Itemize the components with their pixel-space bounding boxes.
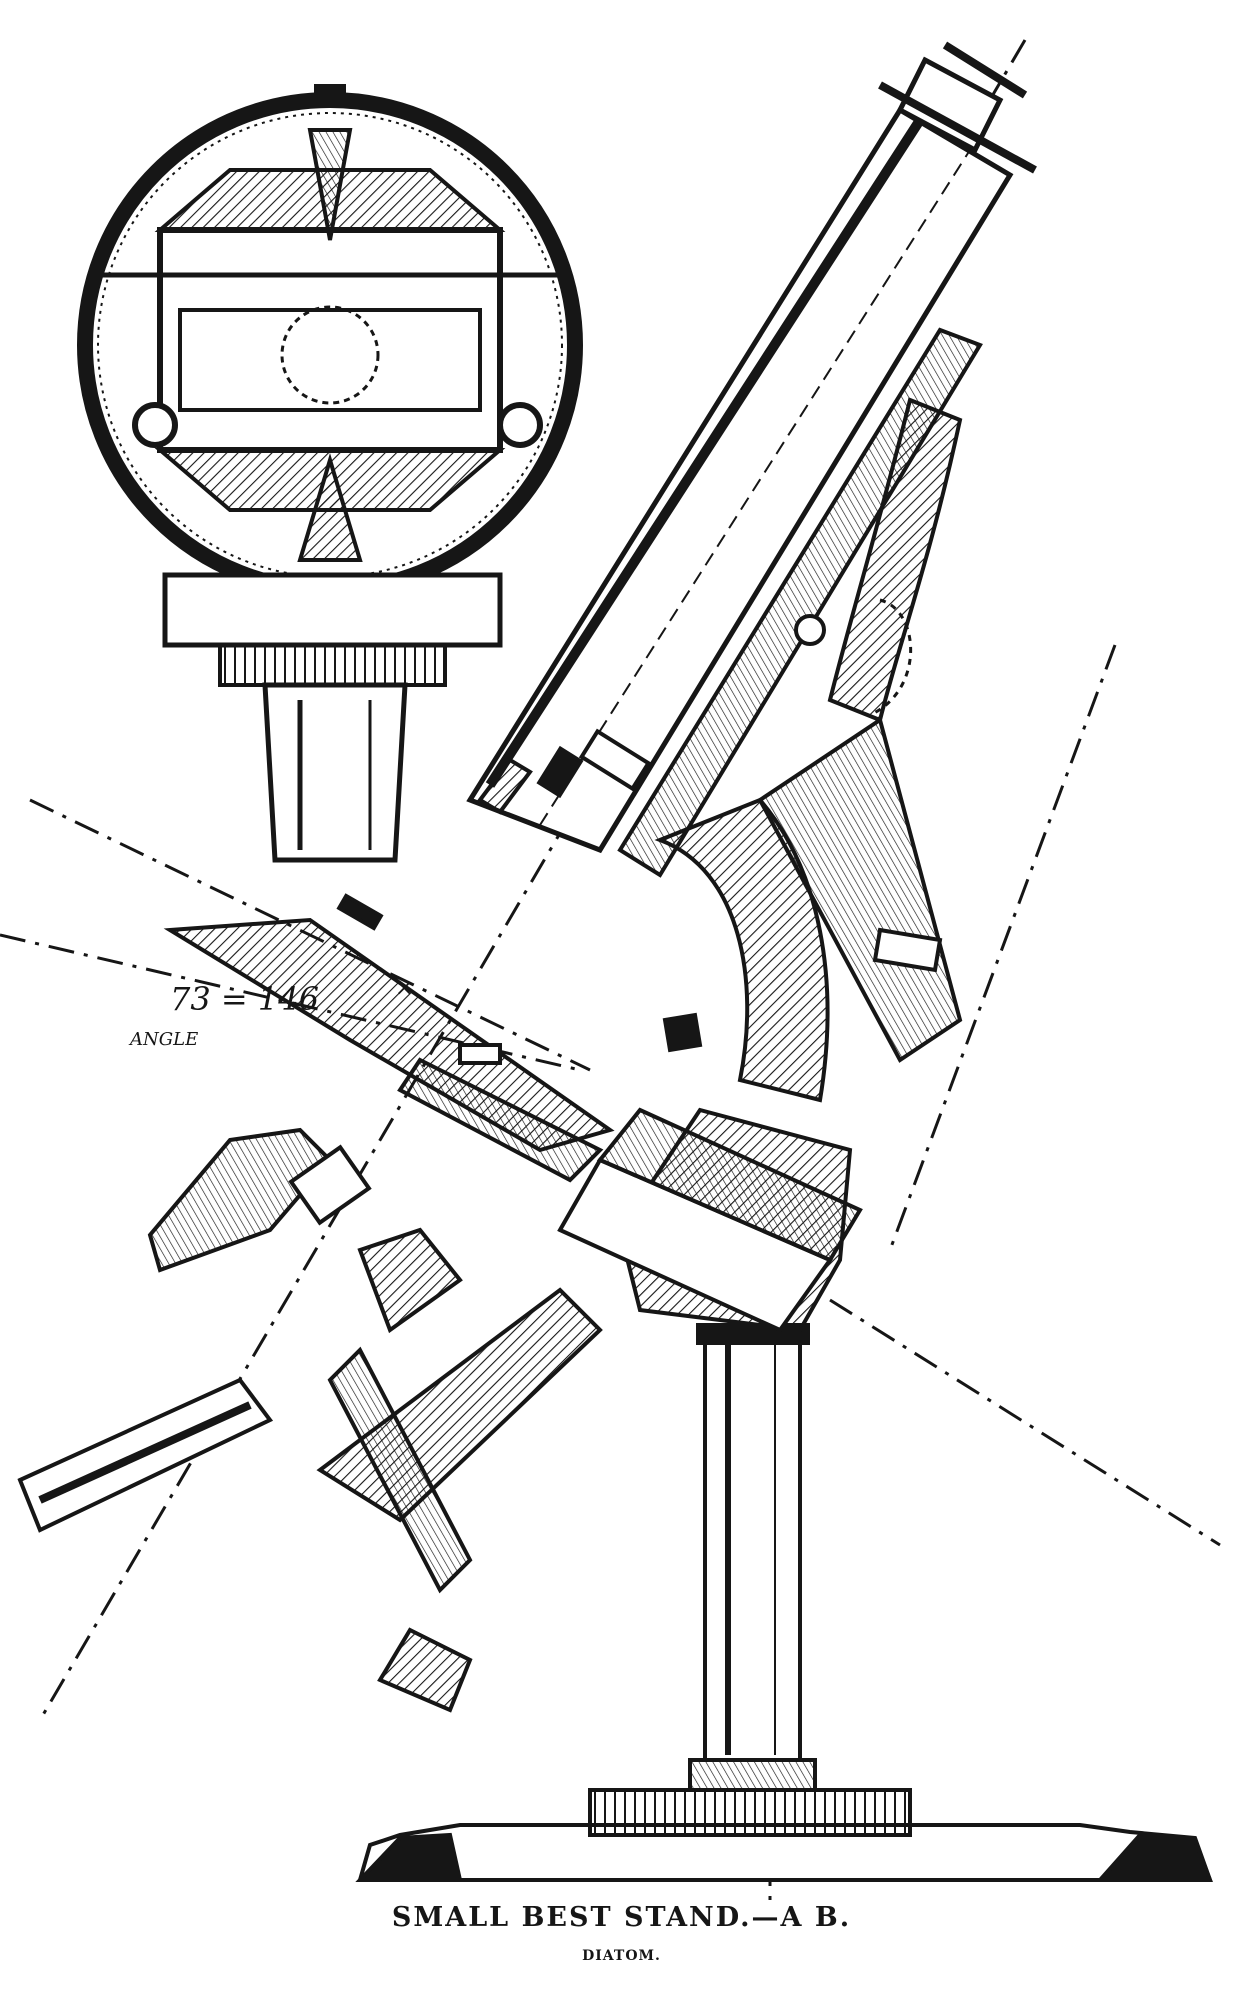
- side-clamp: [662, 927, 943, 1053]
- stage-plan-inset: [77, 84, 583, 863]
- angle-annotation: 73 = 146 ANGLE ×: [128, 976, 413, 1050]
- pillar: [688, 1323, 817, 1792]
- axis-mark: ×: [395, 976, 413, 1001]
- plate-caption-subtitle: DIATOM.: [582, 1948, 661, 1964]
- mechanical-stage: [163, 893, 615, 1183]
- mirror-bar: [17, 1346, 473, 1713]
- eyepiece: [878, 41, 1037, 174]
- base-foot: [355, 1788, 1213, 1882]
- trunnion-block: [557, 1107, 863, 1333]
- plate-caption-title: SMALL BEST STAND.—A B.: [391, 1902, 852, 1933]
- coarse-focus-rack: [617, 327, 983, 878]
- angle-value: 73 = 146: [170, 980, 319, 1018]
- angle-label: ANGLE: [128, 1029, 198, 1050]
- limb-arm: [654, 397, 963, 1103]
- body-tube: [466, 106, 1014, 854]
- fine-focus-screws: [477, 728, 652, 815]
